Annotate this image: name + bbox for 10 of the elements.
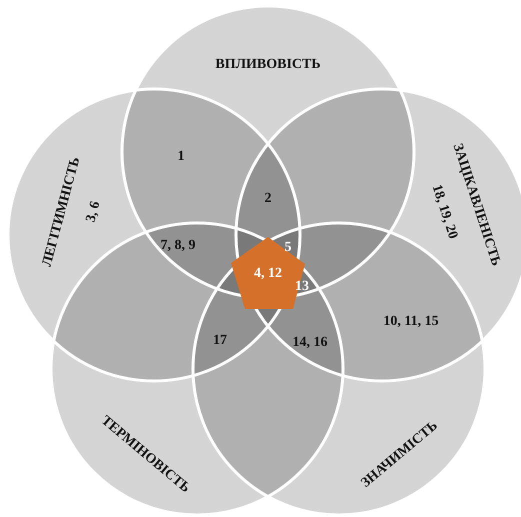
region-number: 1: [178, 150, 184, 164]
region-number: 5: [284, 241, 292, 255]
region-number: 17: [213, 334, 227, 348]
region-number: 4, 12: [254, 267, 282, 281]
region-number: 3, 6: [84, 200, 104, 224]
region-number: 7, 8, 9: [160, 239, 196, 253]
region-number: 10, 11, 15: [383, 315, 439, 329]
set-label: ВПЛИВОВІСТЬ: [215, 58, 321, 72]
region-number: 2: [264, 192, 272, 206]
region-number: 14, 16: [292, 336, 328, 350]
